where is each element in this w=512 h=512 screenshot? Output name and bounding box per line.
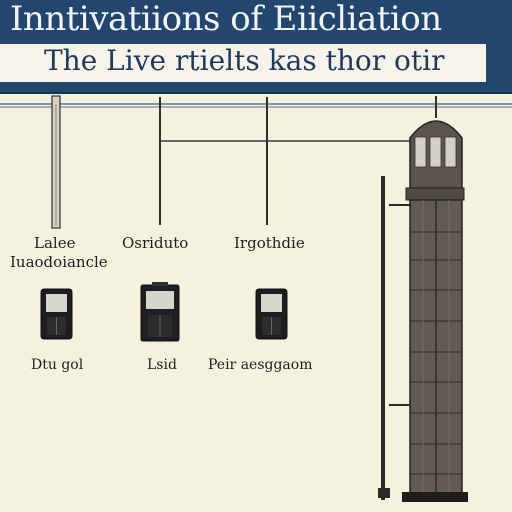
header-banner: Inntivatiions of Eiicliation The Live rt… bbox=[0, 0, 512, 94]
label-bottom-middle: Lsid bbox=[147, 357, 177, 373]
main-title: Inntivatiions of Eiicliation bbox=[10, 2, 442, 36]
elevator-car-left bbox=[40, 288, 73, 340]
label-top-left-line-2: Iuaodoiancle bbox=[10, 253, 108, 271]
label-bottom-right: Peir aesggaom bbox=[208, 357, 313, 373]
subtitle-banner: The Live rtielts kas thor otir bbox=[0, 44, 492, 82]
rail-base bbox=[378, 488, 390, 498]
elevator-car-middle bbox=[140, 282, 180, 342]
label-top-middle: Osriduto bbox=[122, 234, 189, 252]
label-bottom-left: Dtu gol bbox=[31, 357, 84, 373]
elevator-tower bbox=[402, 120, 468, 502]
label-top-right: Irgothdie bbox=[234, 234, 305, 252]
label-top-left-line-1: Lalee bbox=[34, 234, 76, 252]
elevator-car-right bbox=[255, 288, 288, 340]
subtitle-text: The Live rtielts kas thor otir bbox=[44, 44, 445, 77]
